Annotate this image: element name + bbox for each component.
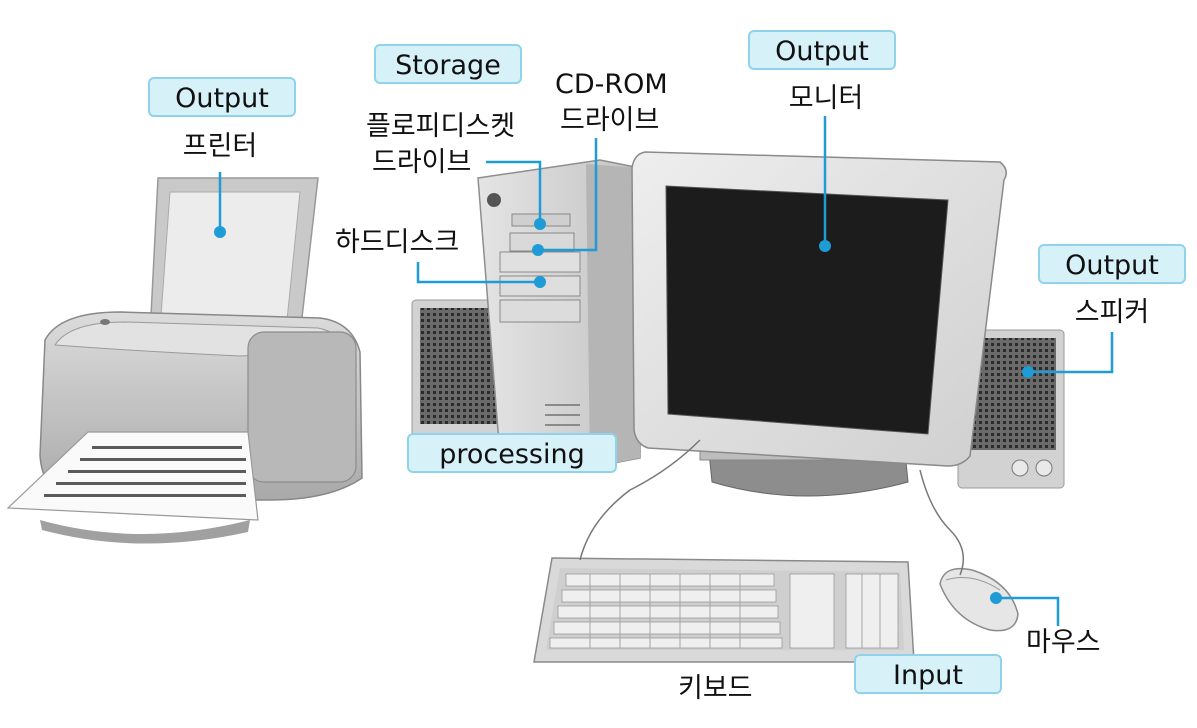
storage-tag: Storage [374,44,522,84]
harddisk-pointer-dot [534,276,546,288]
callout-dots [214,218,1034,604]
monitor-label: 모니터 [788,83,864,114]
tower-case-illustration [477,159,641,469]
printer-illustration [6,177,363,544]
speaker-label: 스피커 [1074,297,1150,328]
hard-disk-label: 하드디스크 [335,227,460,258]
mouse-pointer-dot [990,592,1002,604]
keyboard-label: 키보드 [678,673,753,704]
output-tag-printer: Output [148,77,296,117]
harddisk-pointer-line [416,262,540,284]
keyboard-illustration [533,557,915,663]
monitor-illustration [631,151,1007,497]
cdrom-drive-label-line2: 드라이브 [560,105,660,136]
callout-pointers [218,116,1114,626]
cdrom-drive-label-line1: CD-ROM [555,69,668,100]
printer-label: 프린터 [182,131,258,162]
mouse-illustration [939,567,1019,632]
speaker-pointer-dot [1022,366,1034,378]
cdrom-pointer-dot [532,244,544,256]
output-tag-speaker: Output [1038,244,1186,284]
mouse-pointer-line [996,596,1060,626]
floppy-drive-label-line1: 플로피디스켓 [366,111,516,142]
speaker-pointer-line [1028,332,1114,374]
floppy-pointer-dot [534,218,546,230]
printer-pointer-dot [214,226,226,238]
monitor-pointer-dot [819,240,831,252]
cdrom-pointer-line [538,138,598,252]
input-tag: Input [854,654,1002,694]
floppy-drive-label-line2: 드라이브 [372,147,472,178]
output-tag-monitor: Output [748,30,896,70]
cables [579,439,965,576]
floppy-pointer-line [486,160,542,222]
processing-tag: processing [407,433,617,473]
mouse-label: 마우스 [1026,627,1101,658]
